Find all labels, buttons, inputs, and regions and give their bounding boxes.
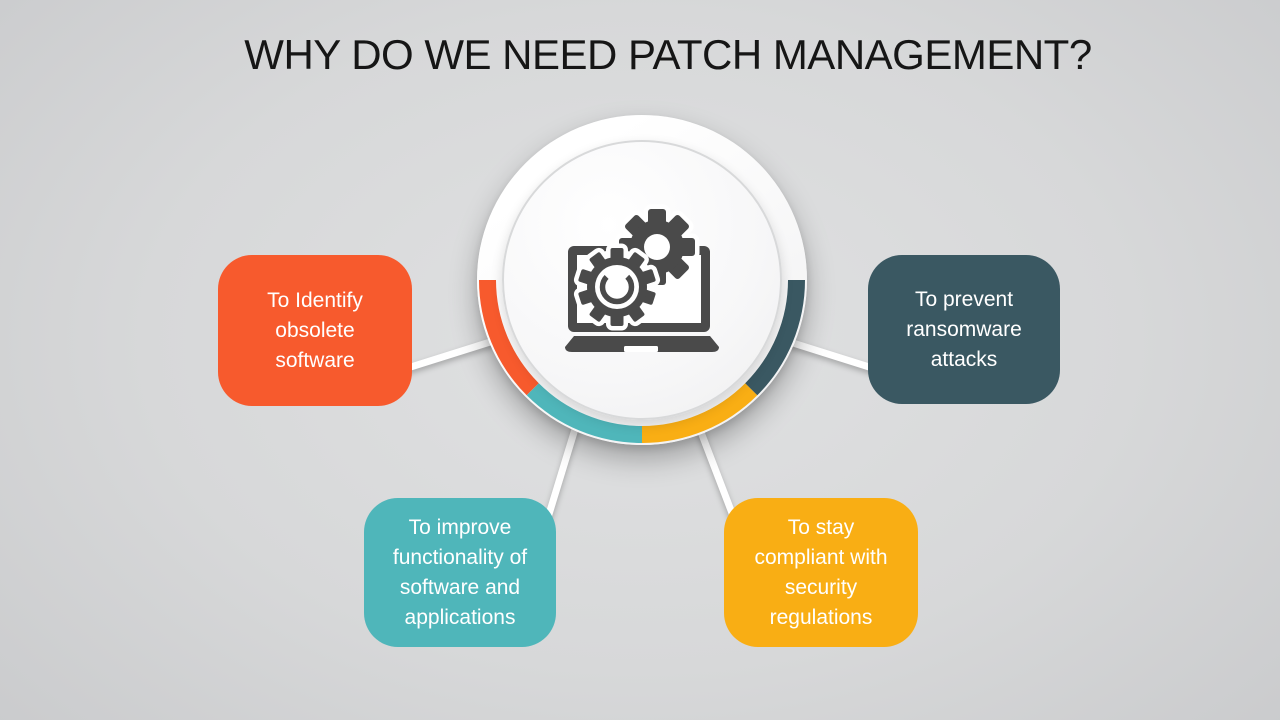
- box-identify-obsolete-software: To Identify obsolete software: [218, 255, 412, 406]
- laptop-gears-icon: [565, 200, 719, 352]
- gear-outline-icon: [577, 248, 657, 326]
- arc-ring: [478, 280, 805, 444]
- box-improve-functionality: To improve functionality of software and…: [364, 498, 556, 647]
- laptop-base: [565, 336, 719, 352]
- gear-solid-hole: [644, 234, 670, 260]
- box-label: To stay compliant with security regulati…: [754, 515, 888, 629]
- arc-segment-orange: [478, 280, 539, 396]
- box-stay-compliant: To stay compliant with security regulati…: [724, 498, 918, 647]
- rotation-arc: [599, 269, 635, 305]
- arc-segment-teal: [526, 383, 642, 443]
- page-title: WHY DO WE NEED PATCH MANAGEMENT?: [244, 31, 1092, 78]
- box-label: To improve functionality of software and…: [392, 515, 528, 629]
- box-label: To prevent ransomware attacks: [906, 287, 1022, 371]
- laptop-base-notch: [624, 346, 658, 352]
- arc-segment-slate: [745, 280, 805, 396]
- inner-circle: [502, 140, 782, 420]
- arc-segment-yellow: [642, 383, 758, 444]
- box-label: To Identify obsolete software: [267, 288, 363, 372]
- box-prevent-ransomware-attacks: To prevent ransomware attacks: [868, 255, 1060, 404]
- central-circle: [477, 115, 807, 445]
